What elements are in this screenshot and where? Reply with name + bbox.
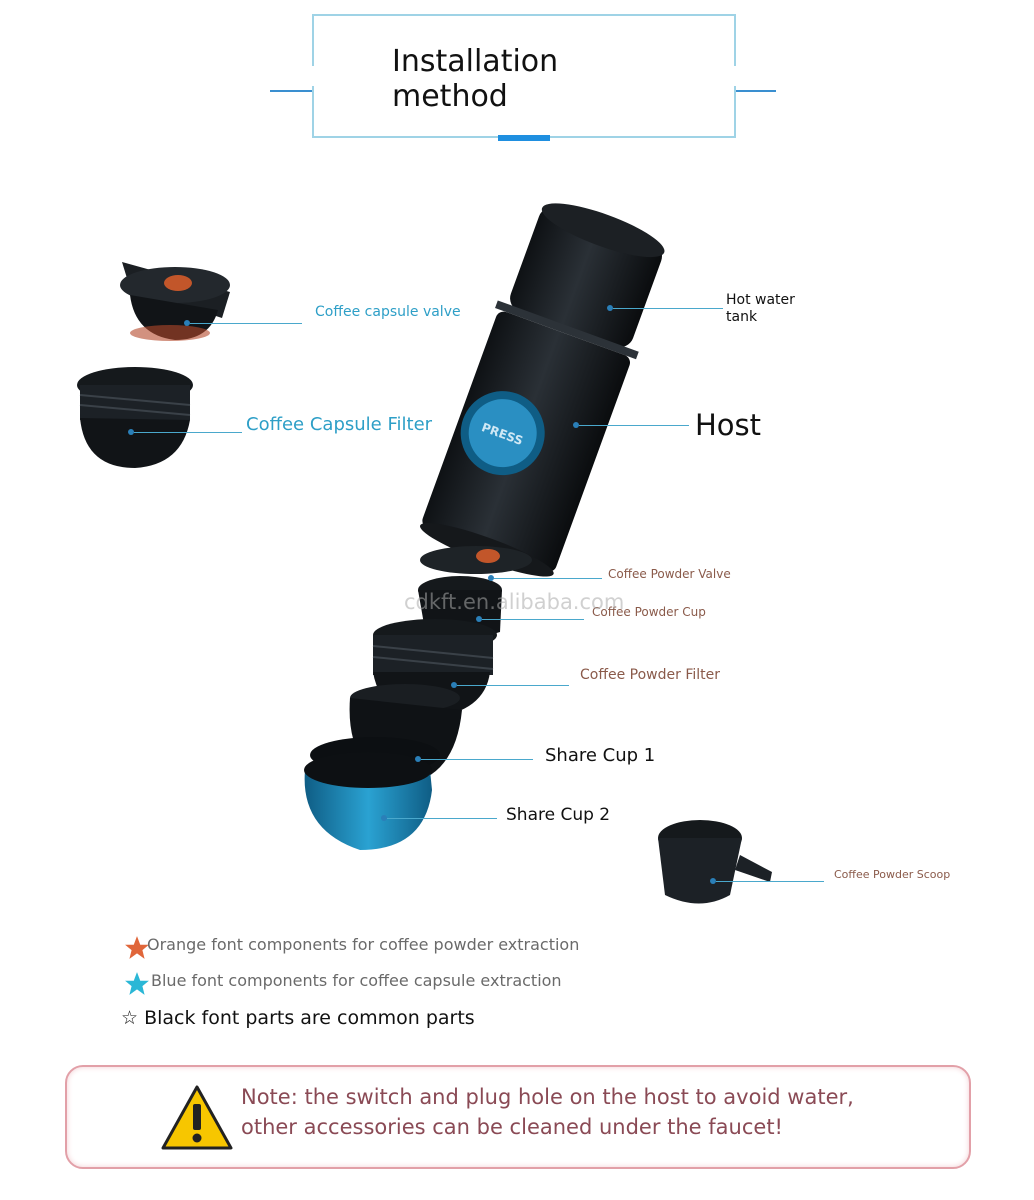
coffee-powder-cup-dot [476, 616, 482, 622]
note-text: Note: the switch and plug hole on the ho… [241, 1082, 941, 1142]
title-bottom-accent [498, 135, 550, 141]
legend-orange: Orange font components for coffee powder… [147, 935, 580, 954]
legend-black: ☆ Black font parts are common parts [121, 1007, 475, 1029]
warning-triangle-icon [160, 1084, 234, 1156]
coffee-capsule-valve-leader [190, 323, 302, 324]
page-title: Installation method [392, 44, 558, 114]
coffee-powder-cup-leader [482, 619, 584, 620]
coffee-capsule-filter-illustration [77, 367, 193, 468]
label-coffee-powder-filter: Coffee Powder Filter [580, 667, 720, 683]
host-body: PRESS [420, 203, 665, 577]
coffee-capsule-valve-illustration [120, 262, 230, 341]
product-illustration: PRESS [77, 203, 772, 904]
label-coffee-powder-valve: Coffee Powder Valve [608, 567, 731, 581]
title-right-bar [736, 90, 776, 92]
label-share-cup-2: Share Cup 2 [506, 805, 611, 825]
hot-water-tank-leader [613, 308, 723, 309]
coffee-powder-valve-dot [488, 575, 494, 581]
label-hot-water-tank-line-2: tank [726, 309, 758, 325]
label-share-cup-1: Share Cup 1 [545, 745, 656, 766]
label-hot-water-tank: Hot water tank [726, 292, 795, 326]
watermark: cdkft.en.alibaba.com [404, 590, 625, 614]
label-host: Host [695, 408, 762, 442]
share-cup-1-leader [421, 759, 533, 760]
coffee-powder-scoop-leader [716, 881, 824, 882]
hot-water-tank-dot [607, 305, 613, 311]
host-leader [579, 425, 689, 426]
coffee-powder-filter-illustration [372, 619, 497, 718]
host-dot [573, 422, 579, 428]
coffee-capsule-filter-dot [128, 429, 134, 435]
coffee-powder-filter-leader [457, 685, 569, 686]
title-line-1: Installation [392, 44, 559, 79]
label-hot-water-tank-line-1: Hot water [726, 292, 795, 308]
share-cup-2-dot [381, 815, 387, 821]
coffee-capsule-valve-dot [184, 320, 190, 326]
share-cup-2-illustration [304, 737, 440, 850]
coffee-capsule-filter-leader [134, 432, 242, 433]
coffee-powder-valve-illustration [420, 546, 532, 574]
label-coffee-capsule-filter: Coffee Capsule Filter [246, 414, 433, 435]
blue-star-icon [124, 971, 150, 1001]
legend-blue: Blue font components for coffee capsule … [151, 971, 562, 990]
title-left-bar [270, 90, 312, 92]
note-line-2: other accessories can be cleaned under t… [241, 1115, 783, 1139]
coffee-powder-scoop-illustration [658, 820, 772, 904]
share-cup-1-dot [415, 756, 421, 762]
coffee-powder-scoop-dot [710, 878, 716, 884]
title-line-2: method [392, 79, 508, 114]
orange-star-icon [124, 935, 150, 965]
label-coffee-capsule-valve: Coffee capsule valve [315, 304, 461, 320]
coffee-powder-filter-dot [451, 682, 457, 688]
coffee-powder-valve-leader [494, 578, 602, 579]
label-coffee-powder-scoop: Coffee Powder Scoop [834, 868, 951, 881]
label-coffee-powder-cup: Coffee Powder Cup [592, 605, 706, 619]
note-box [65, 1065, 971, 1169]
share-cup-2-leader [387, 818, 497, 819]
note-line-1: Note: the switch and plug hole on the ho… [241, 1085, 854, 1109]
